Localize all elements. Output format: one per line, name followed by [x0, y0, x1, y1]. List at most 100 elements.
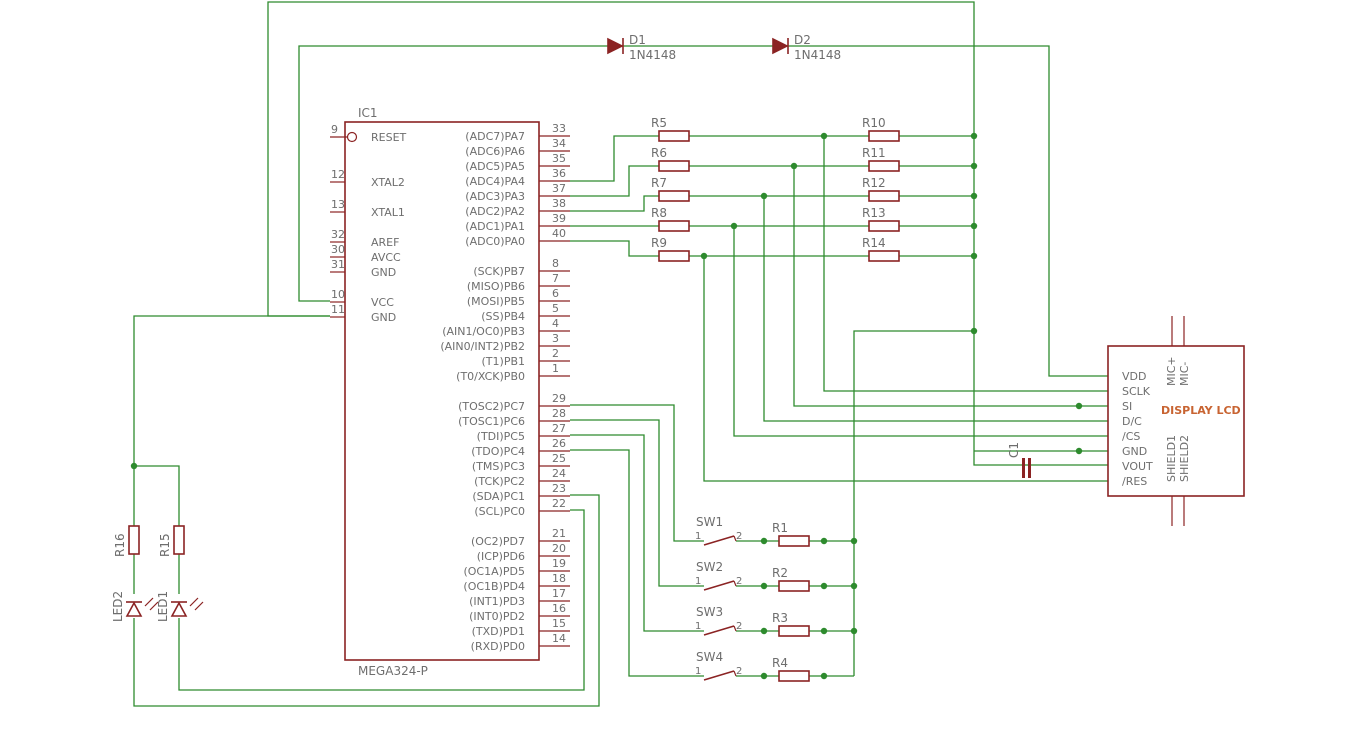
switch-sw4-lever [703, 670, 735, 681]
switch-sw1: SW1 1 2 R1 [695, 515, 810, 547]
ic1-pin-label: (TOSC1)PC6 [458, 415, 525, 428]
resistor-r16 [128, 525, 140, 555]
junction [970, 327, 978, 335]
ic1-pin-number: 23 [552, 482, 566, 495]
wire-cs [733, 226, 1108, 437]
wire-pa3-r6 [570, 165, 659, 197]
ic1-pin-label: (OC1B)PD4 [463, 580, 525, 593]
ic1-pin-number: 25 [552, 452, 566, 465]
junction [1075, 402, 1083, 410]
switch-sw4-name: SW4 [696, 650, 723, 664]
ic1-pin-number: 39 [552, 212, 566, 225]
wire-vcc [298, 45, 1108, 377]
ic1-pin-number: 26 [552, 437, 566, 450]
wire-led2-pc0 [133, 494, 600, 707]
ic1-pin-label: XTAL2 [371, 176, 405, 189]
ic1-pin-number: 30 [331, 243, 345, 256]
ic1-pin-number: 7 [552, 272, 559, 285]
ic1-pin-label: (AIN0/INT2)PB2 [440, 340, 525, 353]
switch-sw3-pin1: 1 [695, 621, 701, 632]
switch-sw3: SW3 1 2 R3 [695, 605, 810, 637]
led1-ray-icon [189, 597, 199, 607]
ic1-pin-number: 6 [552, 287, 559, 300]
ic1-pin-number: 40 [552, 227, 566, 240]
junction [850, 537, 858, 545]
ic1-pin-number: 17 [552, 587, 566, 600]
resistor-r15 [173, 525, 185, 555]
ic1-pin-number: 21 [552, 527, 566, 540]
junction [790, 162, 798, 170]
resistor-r2-label: R2 [772, 566, 788, 580]
lcd-pin-label: D/C [1122, 415, 1142, 428]
ic1-pin-number: 22 [552, 497, 566, 510]
ic1-pin-label: (INT0)PD2 [469, 610, 525, 623]
resistor-r5 [658, 130, 690, 142]
resistor-r14 [868, 250, 900, 262]
diode-d1: D1 1N4148 [607, 33, 676, 62]
ic1-pin-number: 14 [552, 632, 566, 645]
led2-ray-icon [144, 597, 154, 607]
led-string-2: R16 LED2 [111, 525, 159, 622]
lcd-mic-plus-label: MIC+ [1165, 356, 1178, 386]
wire-led-split [134, 465, 180, 526]
ic1-pin-number: 11 [331, 303, 345, 316]
lcd-pin-label: /CS [1122, 430, 1140, 443]
junction [760, 537, 768, 545]
resistor-r7-label: R7 [651, 176, 667, 190]
wire-pc4-sw4 [570, 449, 704, 677]
wire-si [793, 166, 1108, 407]
ic1-pin-label: (TDI)PC5 [477, 430, 525, 443]
ic1-pin-label: (SCL)PC0 [474, 505, 525, 518]
ic1-name: IC1 [358, 106, 378, 120]
ic1-pin-label: (MISO)PB6 [467, 280, 525, 293]
ic1-pin-number: 5 [552, 302, 559, 315]
capacitor-c1-plate [1022, 458, 1025, 478]
wire-dc [763, 196, 1108, 422]
ic1-pin-number: 27 [552, 422, 566, 435]
lcd-pin-label: GND [1122, 445, 1147, 458]
ic1-pin-label: (ADC7)PA7 [465, 130, 525, 143]
junction [970, 162, 978, 170]
ic1-pin-label: (ADC2)PA2 [465, 205, 525, 218]
wire-sclk [823, 136, 1108, 392]
junction [760, 627, 768, 635]
resistor-r10 [868, 130, 900, 142]
reset-inversion-bubble [346, 131, 358, 143]
wire-led1-pc1 [178, 509, 585, 691]
ic1-pin-label: (ICP)PD6 [477, 550, 525, 563]
resistor-r11-label: R11 [862, 146, 886, 160]
resistor-r12-label: R12 [862, 176, 886, 190]
ic1-pin-number: 28 [552, 407, 566, 420]
switch-sw2-pin1: 1 [695, 576, 701, 587]
ic1-pin-label: (TDO)PC4 [471, 445, 525, 458]
lcd-pin-label: VDD [1122, 370, 1146, 383]
switch-sw2: SW2 1 2 R2 [695, 560, 810, 592]
led2-ray-icon [149, 601, 159, 611]
switch-sw1-pin2: 2 [736, 531, 742, 542]
ic1-pin-label: (TMS)PC3 [472, 460, 525, 473]
diode-d1-name: D1 [629, 33, 646, 47]
ic1-pin-label: (ADC6)PA6 [465, 145, 525, 158]
ic1-pin-number: 4 [552, 317, 559, 330]
resistor-r7 [658, 190, 690, 202]
junction [820, 537, 828, 545]
resistor-r3 [778, 625, 810, 637]
ic1-pin-label: AREF [371, 236, 399, 249]
ic1-pin-number: 34 [552, 137, 566, 150]
capacitor-c1: C1 [1007, 442, 1031, 478]
ic1-pin-number: 8 [552, 257, 559, 270]
switch-sw1-pin1: 1 [695, 531, 701, 542]
ic1-pin-label: (OC1A)PD5 [463, 565, 525, 578]
switch-sw4-contact [733, 670, 737, 677]
capacitor-c1-plate [1028, 458, 1031, 478]
diode-d2-value: 1N4148 [794, 48, 841, 62]
ic1-pin-label: (AIN1/OC0)PB3 [442, 325, 525, 338]
resistor-array: R5 R6 R7 R8 R9 R10 R11 R12 R13 R14 [651, 116, 900, 262]
ic1-pin-number: 29 [552, 392, 566, 405]
switch-sw2-pin2: 2 [736, 576, 742, 587]
junction [700, 252, 708, 260]
switch-sw3-pin2: 2 [736, 621, 742, 632]
junction [820, 132, 828, 140]
wire-gnd-top [267, 1, 1108, 466]
